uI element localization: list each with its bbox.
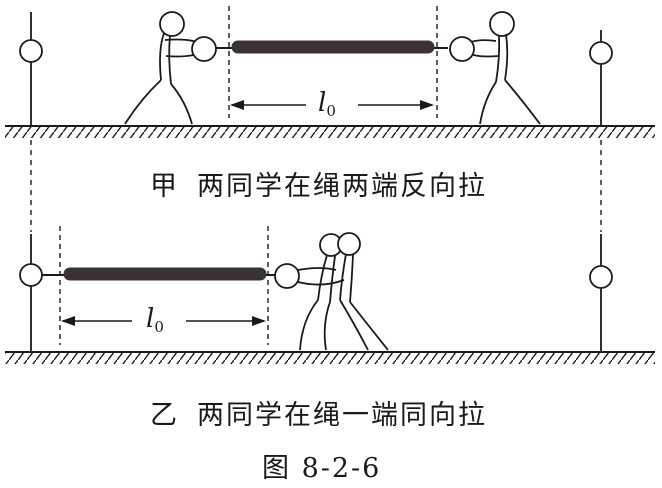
panel-a: l0	[5, 6, 655, 138]
caption-panel-a: 甲两同学在绳两端反向拉	[150, 164, 487, 203]
student-left-a	[124, 11, 217, 125]
figure-number: 图 8-2-6	[262, 453, 382, 484]
students-right-b	[274, 232, 389, 351]
caption-panel-b: 乙两同学在绳一端同向拉	[150, 393, 487, 432]
panel-b: l0	[5, 226, 655, 364]
rope-b	[42, 267, 276, 281]
ground-b	[5, 351, 655, 364]
left-pole-a	[19, 12, 43, 126]
right-pole-a	[589, 30, 613, 126]
left-pole-b	[19, 234, 43, 352]
length-label-b: l0	[146, 304, 164, 336]
student-right-a	[449, 11, 541, 125]
length-arrow-b	[61, 316, 266, 326]
panel-b-label: 乙	[150, 400, 179, 431]
right-pole-b	[589, 234, 613, 352]
rope-a	[216, 40, 448, 54]
panel-a-label: 甲	[150, 171, 179, 202]
ground-a	[5, 125, 655, 138]
length-label-a: l0	[318, 88, 336, 120]
length-arrow-a	[230, 100, 434, 110]
panel-b-caption: 两同学在绳一端同向拉	[197, 400, 487, 431]
panel-a-caption: 两同学在绳两端反向拉	[197, 171, 487, 202]
